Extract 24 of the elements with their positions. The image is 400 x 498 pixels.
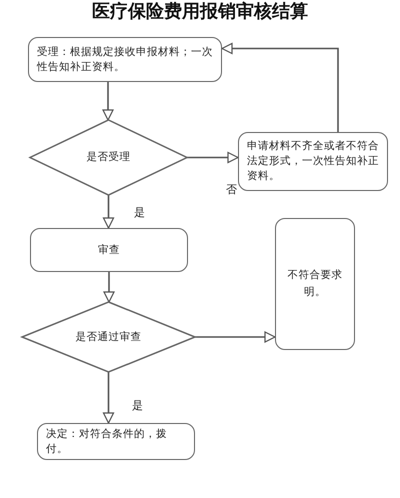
edge-label: 是 <box>134 206 145 219</box>
node-text: 是否通过审查 <box>76 330 142 344</box>
process-box <box>30 228 188 272</box>
arrow <box>103 272 115 303</box>
edge-label: 否 <box>226 183 237 196</box>
arrow <box>102 82 114 121</box>
node-text: 是否受理 <box>86 150 130 165</box>
node-text: 受理：根据规定接收申报材料；一次性告知补正资料。 <box>37 44 213 74</box>
diagram-title: 医疗保险费用报销审核结算 <box>91 0 309 24</box>
node-text: 申请材料不齐全或者不符合法定形式，一次性告知补正资料。 <box>247 139 379 184</box>
arrow <box>195 331 276 343</box>
process-box <box>275 218 355 350</box>
arrow <box>221 42 339 132</box>
node-text: 审查 <box>98 242 120 258</box>
arrow <box>102 372 114 424</box>
node-text: 不符合要求 <box>288 268 342 283</box>
process-box <box>37 423 195 460</box>
node-text: 明。 <box>304 285 326 300</box>
process-box <box>238 132 388 191</box>
node-text: 决定：对符合条件的，拨付。 <box>46 426 168 456</box>
arrow <box>186 152 239 164</box>
edge-label: 是 <box>132 399 143 412</box>
arrow <box>102 195 114 229</box>
process-box <box>28 37 222 82</box>
